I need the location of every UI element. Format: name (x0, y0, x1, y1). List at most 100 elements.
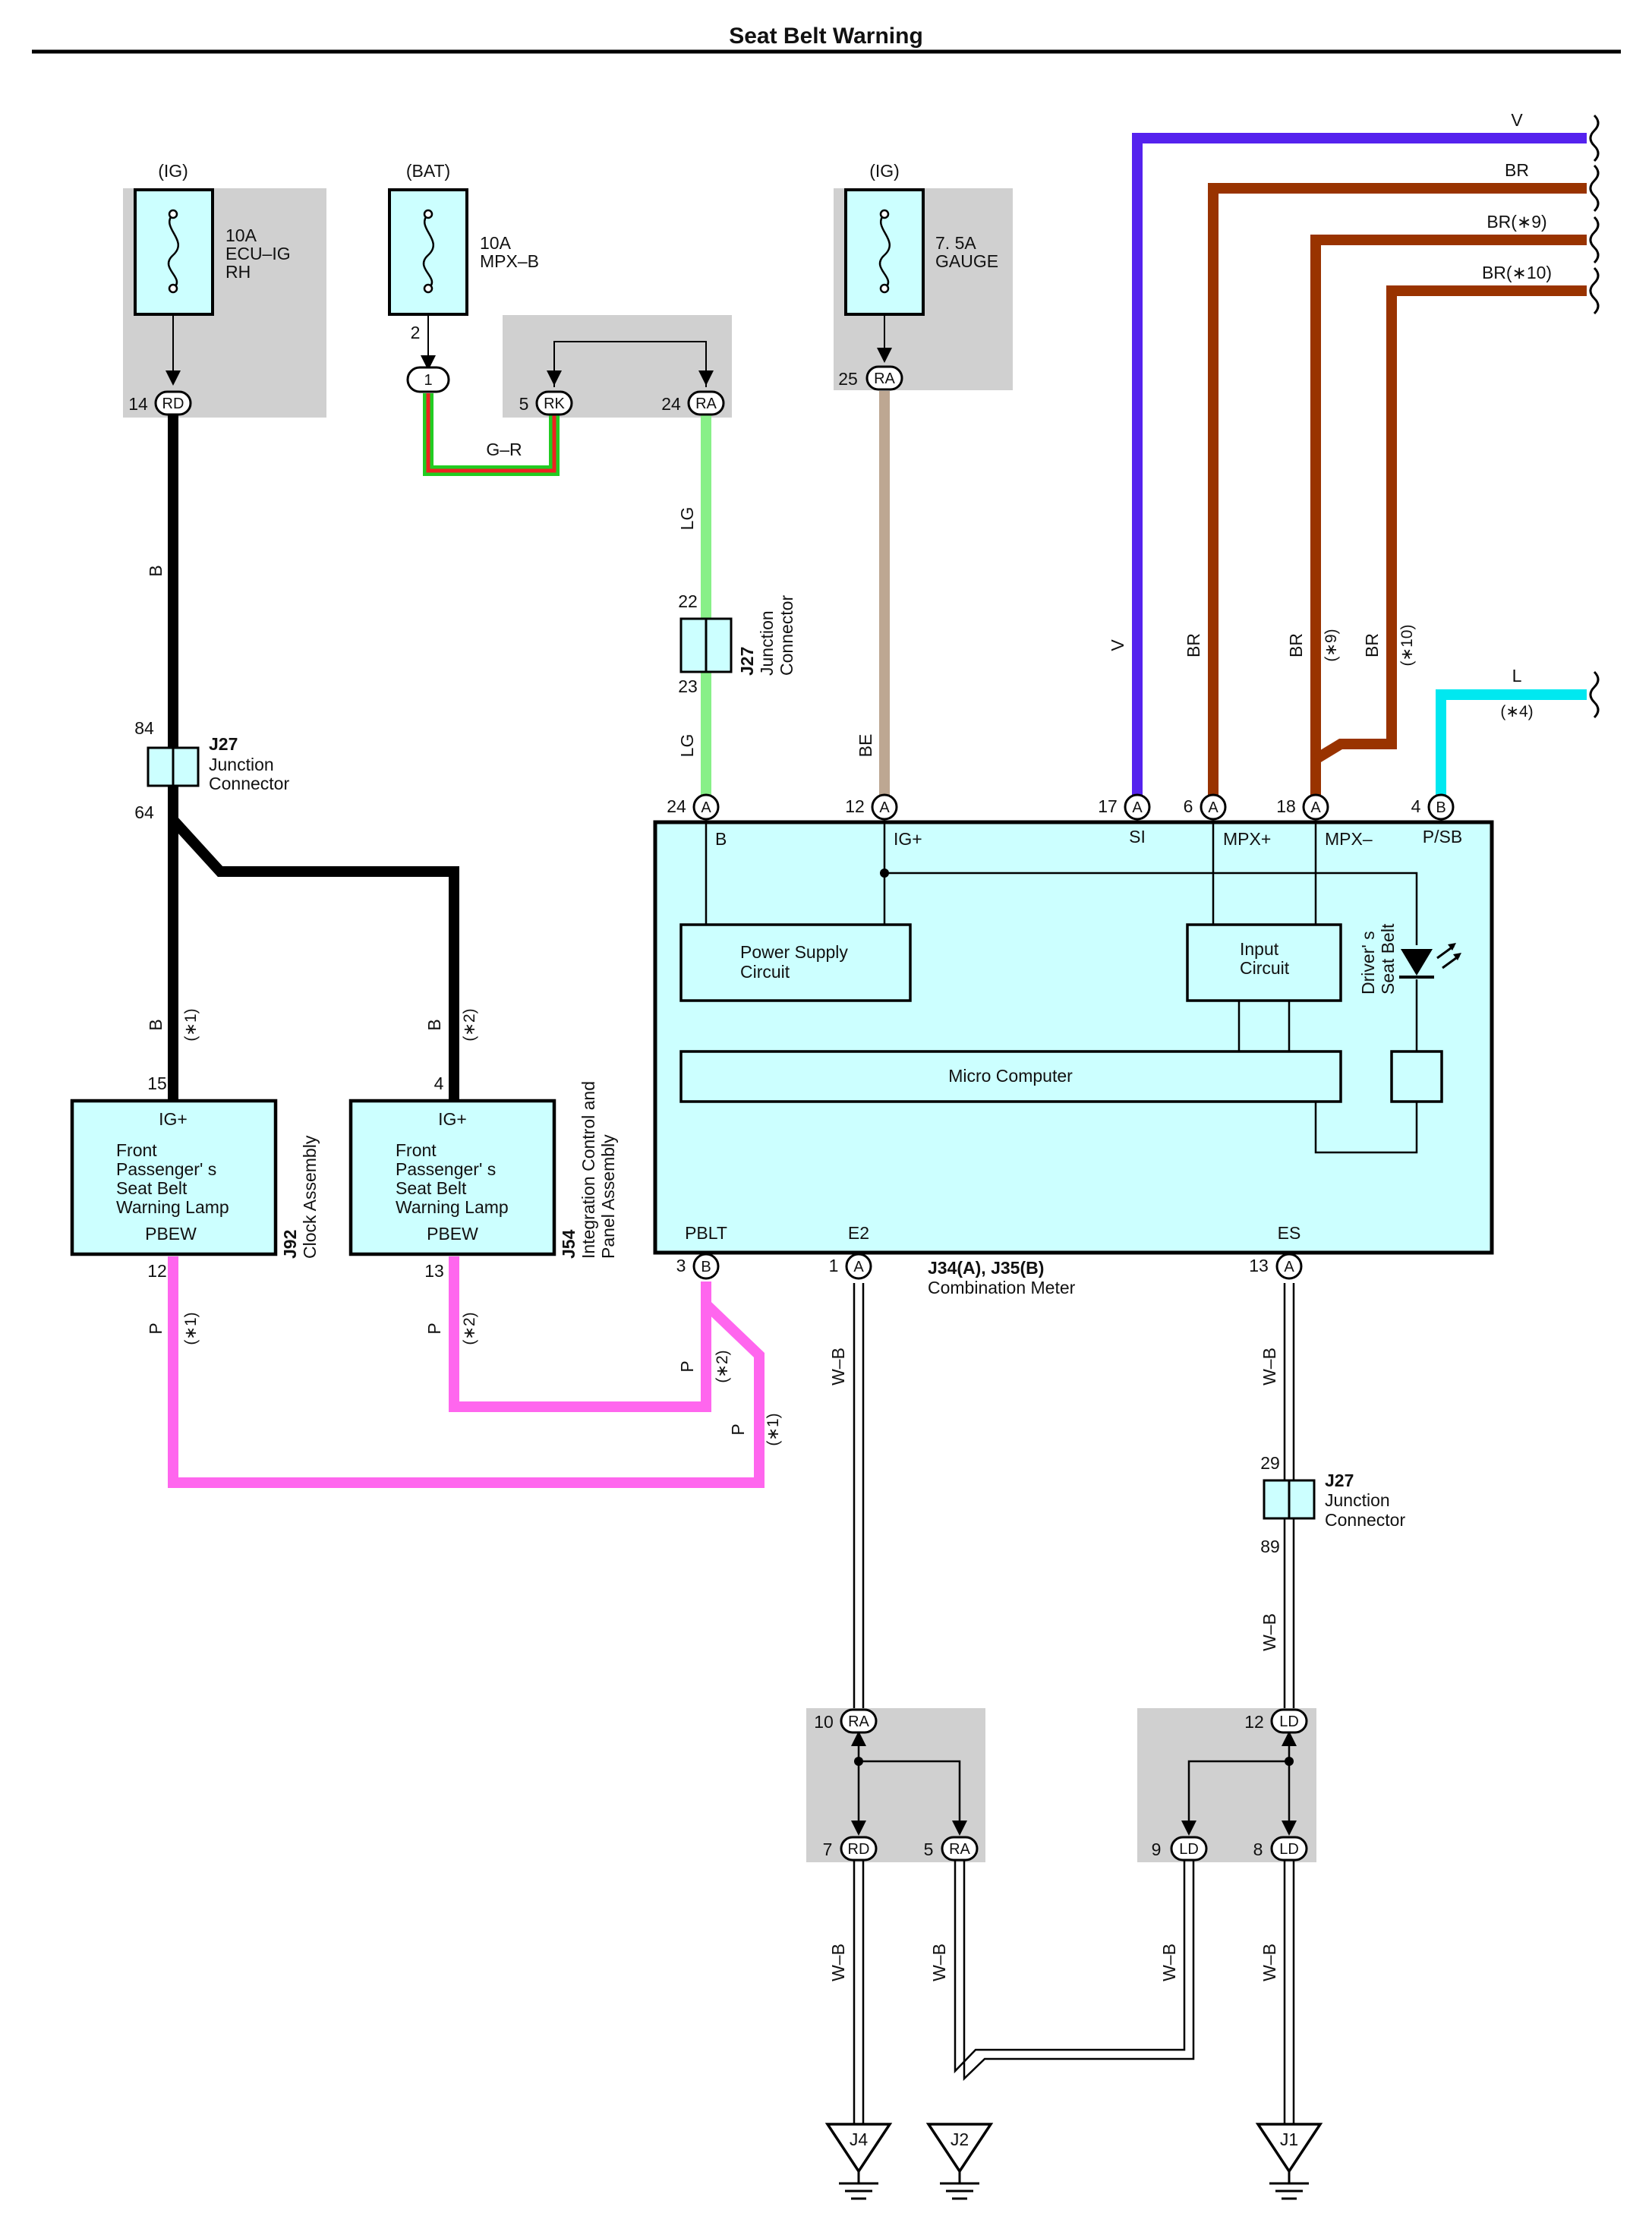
ground-j4-icon: J4 (824, 2123, 893, 2200)
svg-text:Junction: Junction (209, 755, 274, 774)
svg-text:23: 23 (678, 676, 698, 696)
ground-j2-icon: J2 (925, 2123, 994, 2200)
junction-connector-j27-b: 22 23 J27 Junction Connector (678, 591, 796, 696)
wire-label-wb-1: W–B (828, 1348, 848, 1386)
svg-text:Passenger' s: Passenger' s (396, 1159, 496, 1179)
connector-jb-ra: RA 24 (661, 390, 725, 416)
clock-assembly-lamp: IG+ Front Passenger' s Seat Belt Warning… (70, 1073, 278, 1281)
svg-text:Seat Belt: Seat Belt (1378, 923, 1398, 995)
svg-text:A: A (701, 799, 711, 816)
fuse-2-rating: 10A (480, 233, 512, 253)
svg-text:12: 12 (1244, 1712, 1264, 1732)
fuse-3-source: (IG) (869, 161, 900, 181)
integration-panel-lamp: IG+ Front Passenger' s Seat Belt Warning… (348, 1073, 556, 1281)
wire-label-note10: (∗10) (1398, 625, 1416, 667)
svg-text:Driver' s: Driver' s (1358, 931, 1378, 995)
svg-text:2: 2 (411, 323, 421, 342)
svg-text:84: 84 (134, 718, 154, 738)
svg-text:Front: Front (116, 1140, 157, 1160)
junction-connector-j27-c: 29 89 J27 Junction Connector (1260, 1453, 1405, 1556)
wire-label-wb-3: W–B (1259, 1613, 1279, 1651)
svg-text:24: 24 (661, 394, 681, 414)
wire-label-v: V (1108, 639, 1127, 651)
svg-text:MPX–: MPX– (1325, 829, 1373, 849)
wire-label-wb-5: W–B (929, 1944, 949, 1981)
svg-text:LD: LD (1179, 1841, 1199, 1858)
svg-text:RD: RD (162, 396, 184, 412)
fuse-1-name-2: RH (225, 262, 251, 282)
svg-text:PBEW: PBEW (145, 1224, 197, 1244)
wire-label-br-top: BR (1505, 160, 1529, 180)
lamp-2-assembly-2: Panel Assembly (598, 1134, 618, 1259)
svg-text:A: A (879, 799, 890, 816)
wire-label-p-3: P (677, 1360, 697, 1372)
fuse-2-name: MPX–B (480, 251, 539, 271)
svg-text:RK: RK (544, 396, 565, 412)
wire-v (1132, 133, 1587, 799)
fuse-2-source: (BAT) (406, 161, 450, 181)
svg-text:Circuit: Circuit (740, 962, 790, 982)
svg-text:A: A (1284, 1259, 1294, 1275)
svg-text:Connector: Connector (1325, 1510, 1405, 1530)
svg-text:5: 5 (519, 394, 529, 414)
svg-text:Connector: Connector (209, 774, 289, 793)
svg-text:MPX+: MPX+ (1223, 829, 1271, 849)
svg-text:J4: J4 (850, 2130, 869, 2149)
micro-computer (679, 1050, 1342, 1103)
power-supply-circuit (679, 923, 912, 1002)
svg-text:12: 12 (845, 796, 865, 816)
meter-terminals-top: A 24 A 12 A 17 A 6 A 18 B 4 (667, 793, 1455, 821)
lamp-2-id: J54 (559, 1229, 579, 1259)
svg-text:18: 18 (1276, 796, 1296, 816)
svg-text:Micro Computer: Micro Computer (948, 1066, 1073, 1086)
svg-text:LD: LD (1279, 1841, 1299, 1858)
svg-text:13: 13 (424, 1261, 444, 1281)
svg-text:J27: J27 (1325, 1471, 1354, 1490)
svg-text:B: B (1436, 799, 1446, 816)
svg-text:A: A (853, 1259, 864, 1275)
svg-text:Seat Belt: Seat Belt (396, 1178, 467, 1198)
svg-text:SI: SI (1129, 827, 1146, 846)
svg-text:29: 29 (1260, 1453, 1280, 1473)
svg-text:64: 64 (134, 802, 154, 822)
svg-text:13: 13 (1249, 1256, 1269, 1275)
svg-text:RA: RA (949, 1841, 970, 1858)
svg-text:5: 5 (924, 1840, 934, 1859)
svg-text:1: 1 (424, 372, 432, 389)
svg-text:A: A (1208, 799, 1219, 816)
connector-fuse2: 1 2 (406, 323, 450, 393)
wire-label-v-top: V (1511, 110, 1523, 130)
svg-text:IG+: IG+ (159, 1109, 188, 1129)
wire-label-note2-a: (∗2) (461, 1008, 478, 1041)
svg-text:25: 25 (838, 369, 858, 389)
lamp-1-assembly: Clock Assembly (300, 1135, 320, 1259)
svg-text:4: 4 (1411, 796, 1421, 816)
meter-id: J34(A), J35(B) (928, 1258, 1044, 1278)
svg-text:B: B (715, 829, 727, 849)
wire-label-br9-top: BR(∗9) (1486, 212, 1546, 232)
wire-label-note2-c: (∗2) (714, 1350, 731, 1382)
fuse-1-arrow (166, 370, 181, 386)
svg-text:1: 1 (829, 1256, 839, 1275)
wire-g-r (423, 393, 560, 476)
fuse-3-arrow (877, 348, 892, 363)
svg-text:J27: J27 (737, 647, 757, 676)
wire-label-wb-7: W–B (1259, 1944, 1279, 1981)
svg-text:6: 6 (1184, 796, 1193, 816)
wire-label-g-r: G–R (486, 440, 522, 459)
svg-text:RA: RA (848, 1713, 869, 1730)
svg-text:10: 10 (814, 1712, 834, 1732)
connector-jb-rk: RK 5 (519, 390, 573, 416)
svg-text:LD: LD (1279, 1713, 1299, 1730)
wire-label-wb-6: W–B (1159, 1944, 1179, 1981)
wire-label-b-1: B (146, 565, 166, 576)
wire-label-lg-1: LG (677, 507, 697, 531)
svg-text:8: 8 (1253, 1840, 1263, 1859)
combination-meter: Power Supply Circuit Input Circuit Micro… (653, 820, 1494, 1255)
svg-text:PBEW: PBEW (427, 1224, 478, 1244)
connector-fuse3: RA 25 (838, 365, 903, 391)
svg-text:17: 17 (1098, 796, 1118, 816)
fuse-2-arrow (421, 355, 436, 370)
jb-internal-link (553, 341, 707, 387)
